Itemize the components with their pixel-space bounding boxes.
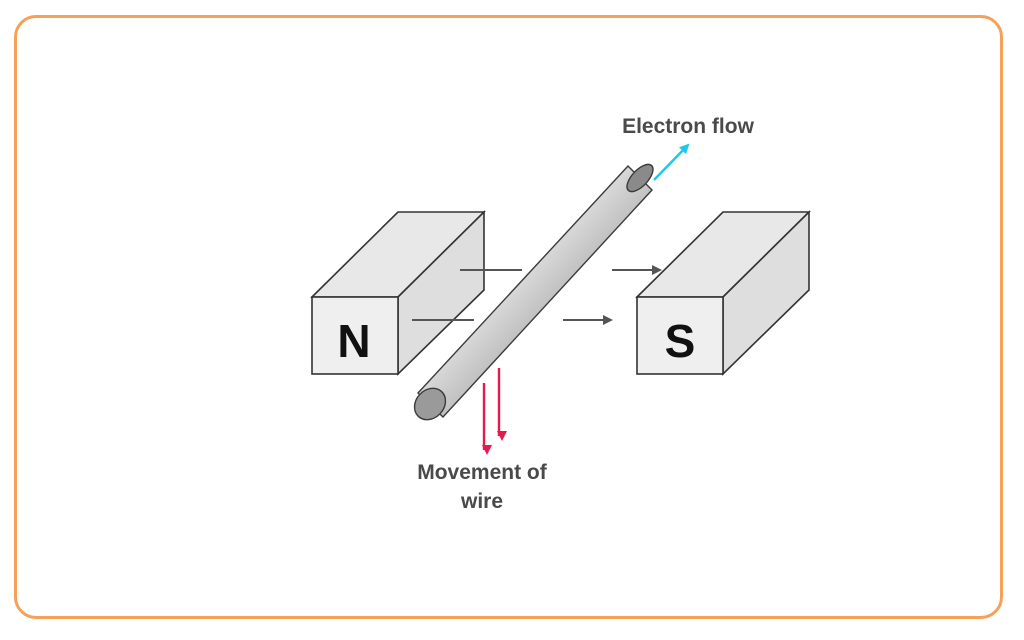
magnetic-field-lines bbox=[412, 265, 662, 325]
south-pole-label: S bbox=[665, 315, 696, 367]
electron-flow-arrow bbox=[653, 143, 690, 181]
movement-arrows bbox=[482, 368, 507, 455]
movement-label-line2: wire bbox=[460, 490, 503, 513]
south-magnet-face bbox=[636, 296, 724, 375]
north-magnet: N bbox=[310, 210, 486, 376]
wire bbox=[413, 163, 654, 421]
electron-flow-label: Electron flow bbox=[622, 115, 755, 138]
north-pole-label: N bbox=[337, 315, 370, 367]
north-magnet-face bbox=[311, 296, 399, 375]
wire-far-end bbox=[626, 163, 654, 193]
wire-near-end bbox=[413, 387, 447, 421]
movement-label-line1: Movement of bbox=[417, 461, 548, 484]
south-magnet: S bbox=[635, 210, 811, 376]
